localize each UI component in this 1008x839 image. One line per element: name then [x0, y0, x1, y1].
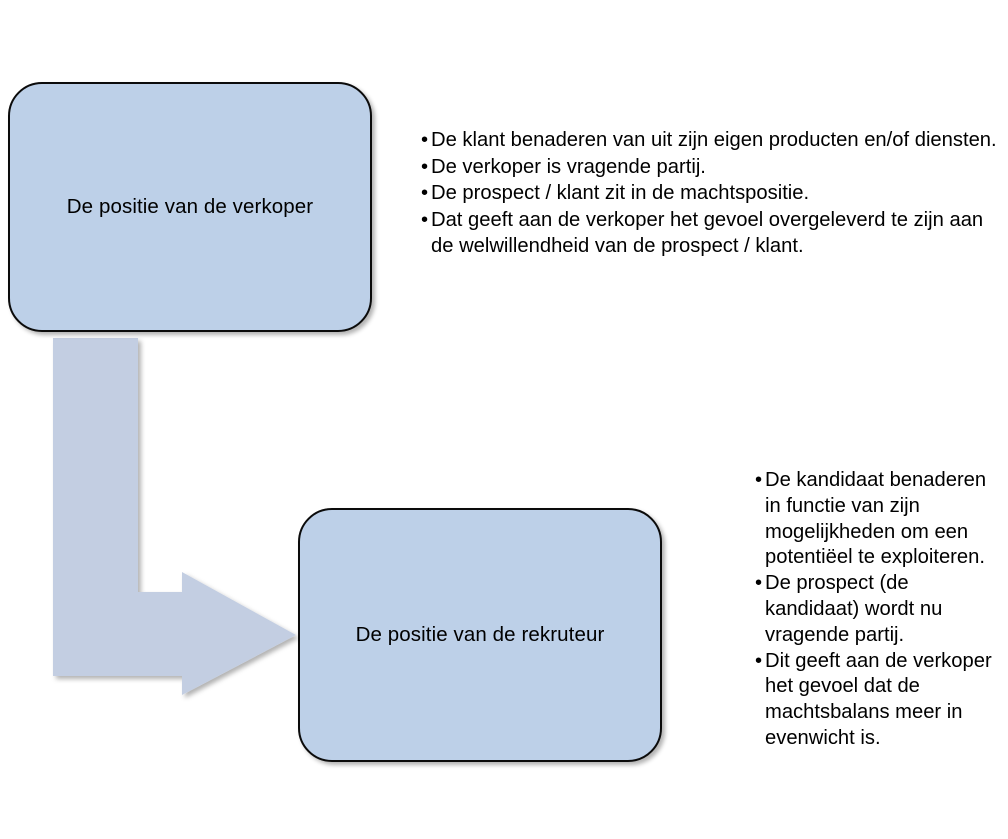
bent-arrow-down-right-icon	[40, 330, 320, 710]
list-item: Dit geeft aan de verkoper het gevoel dat…	[755, 649, 1007, 752]
process-box-seller-label: De positie van de verkoper	[66, 194, 314, 218]
bullet-list-recruiter: De kandidaat benaderen in functie van zi…	[755, 468, 1007, 752]
process-box-recruiter-position[interactable]: De positie van de rekruteur	[298, 508, 662, 762]
list-item: De kandidaat benaderen in functie van zi…	[755, 468, 1007, 571]
list-item: De klant benaderen van uit zijn eigen pr…	[421, 127, 1008, 154]
list-item: De prospect / klant zit in de machtsposi…	[421, 180, 1008, 207]
bent-arrow-shape	[53, 338, 296, 695]
process-box-seller-position[interactable]: De positie van de verkoper	[8, 82, 372, 332]
process-box-recruiter-label: De positie van de rekruteur	[355, 622, 605, 646]
list-item: De prospect (de kandidaat) wordt nu vrag…	[755, 571, 1007, 648]
bullet-list-seller: De klant benaderen van uit zijn eigen pr…	[421, 127, 1008, 260]
bullet-list-recruiter-items: De kandidaat benaderen in functie van zi…	[755, 468, 1007, 752]
bullet-list-seller-items: De klant benaderen van uit zijn eigen pr…	[421, 127, 1008, 260]
list-item: De verkoper is vragende partij.	[421, 154, 1008, 181]
list-item: Dat geeft aan de verkoper het gevoel ove…	[421, 207, 1008, 260]
